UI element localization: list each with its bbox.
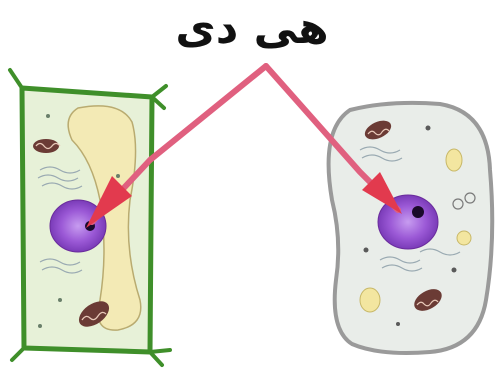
animal-cell bbox=[329, 103, 493, 353]
animal-nucleolus bbox=[412, 206, 424, 218]
plant-cell bbox=[10, 70, 170, 365]
